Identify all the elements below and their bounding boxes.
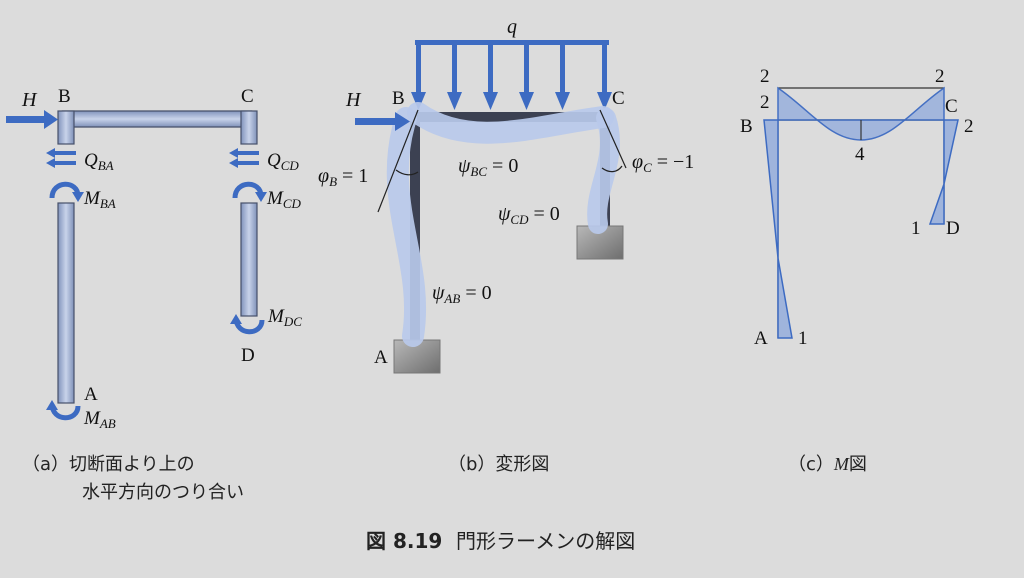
shear-qcd-label: QCD bbox=[267, 150, 299, 173]
value-c-right: 2 bbox=[964, 116, 974, 137]
column-cd-member bbox=[240, 202, 258, 317]
phi-c-label: φC = −1 bbox=[632, 151, 694, 175]
tangent-line-c bbox=[599, 109, 627, 169]
moment-mdc-arrow bbox=[233, 317, 265, 335]
value-b-inner: 2 bbox=[760, 92, 770, 113]
tangent-line-b bbox=[377, 109, 419, 213]
joint-b-block bbox=[57, 110, 75, 145]
beam-bc-member bbox=[59, 110, 255, 128]
deformed-column-ab bbox=[386, 107, 427, 347]
psi-cd-label: ψCD = 0 bbox=[498, 203, 560, 227]
value-a: 1 bbox=[798, 328, 808, 349]
value-top-left: 2 bbox=[760, 66, 770, 87]
figure-number: 図 8.19 bbox=[366, 529, 442, 553]
moment-column-ab-fill bbox=[763, 119, 793, 339]
node-d-label-c: D bbox=[946, 218, 960, 239]
load-h-arrow-b bbox=[355, 112, 410, 131]
shear-qba-label: QBA bbox=[84, 150, 114, 173]
original-beam-bc bbox=[410, 112, 610, 122]
moment-column-cd-fill bbox=[928, 119, 959, 225]
moment-mcd-arrow bbox=[232, 181, 264, 199]
psi-ab-label: ψAB = 0 bbox=[432, 282, 492, 306]
moment-mab-arrow bbox=[49, 403, 81, 421]
moment-mba-arrow bbox=[49, 181, 81, 199]
moment-mcd-label: MCD bbox=[266, 188, 301, 211]
node-a-label: A bbox=[84, 384, 98, 405]
panel-c-caption: （c）M図 bbox=[788, 454, 867, 475]
load-q-label: q bbox=[507, 16, 517, 38]
distributed-load-q bbox=[411, 40, 612, 110]
node-d-label: D bbox=[241, 345, 255, 366]
node-a-label-c: A bbox=[754, 328, 768, 349]
node-c-label-c: C bbox=[945, 96, 958, 117]
rotation-arc-b bbox=[395, 169, 419, 176]
node-b-label-b: B bbox=[392, 88, 405, 109]
value-mid: 4 bbox=[855, 144, 865, 165]
psi-bc-label: ψBC = 0 bbox=[458, 155, 518, 179]
value-d: 1 bbox=[911, 218, 921, 239]
moment-mba-label: MBA bbox=[83, 188, 116, 211]
panel-b-deformation: q H B C A φB = 1 φC = −1 ψBC = 0 ψCD = 0… bbox=[318, 16, 694, 475]
panel-a-caption-line2: 水平方向のつり合い bbox=[82, 482, 244, 503]
figure-title-text: 門形ラーメンの解図 bbox=[456, 529, 635, 553]
node-b-label: B bbox=[58, 86, 71, 107]
shear-qba-arrows bbox=[46, 148, 76, 168]
node-a-label-b: A bbox=[374, 347, 388, 368]
load-h-arrow bbox=[6, 110, 58, 129]
panel-a-free-body: H B C QBA QCD MBA MCD MDC D A MAB bbox=[6, 86, 302, 503]
joint-c-block bbox=[240, 110, 258, 145]
panel-a-caption-line1: （a）切断面より上の bbox=[22, 454, 195, 475]
panel-b-caption: （b）変形図 bbox=[448, 454, 549, 475]
panel-c-moment-diagram: 2 2 2 B C 2 4 1 D A 1 （c）M図 bbox=[740, 66, 974, 475]
node-b-label-c: B bbox=[740, 116, 753, 137]
rotation-arc-c bbox=[601, 165, 623, 173]
moment-mab-label: MAB bbox=[83, 408, 116, 431]
deformed-beam-bc bbox=[407, 102, 614, 144]
shear-qcd-arrows bbox=[229, 148, 259, 168]
node-c-label-b: C bbox=[612, 88, 625, 109]
load-h-label: H bbox=[21, 89, 38, 111]
node-c-label: C bbox=[241, 86, 254, 107]
phi-b-label: φB = 1 bbox=[318, 165, 368, 189]
load-h-label-b: H bbox=[345, 89, 362, 111]
value-top-right: 2 bbox=[935, 66, 945, 87]
moment-mdc-label: MDC bbox=[267, 306, 302, 329]
column-ab-member bbox=[57, 202, 75, 404]
